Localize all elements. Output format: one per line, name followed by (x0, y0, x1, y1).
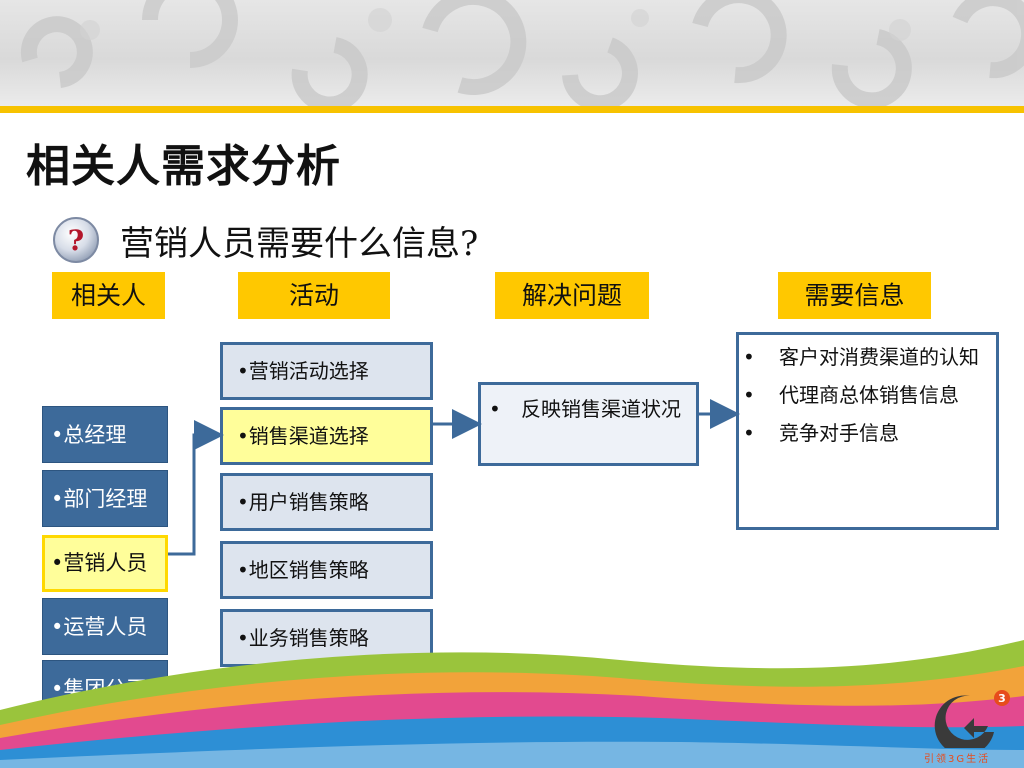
arrow-stakeholder-to-activity (168, 420, 224, 556)
bullet: • (489, 397, 501, 421)
need-text: 竞争对手信息 (779, 421, 899, 445)
logo-tagline: 引领3G生活 (924, 754, 991, 765)
bullet: • (743, 345, 755, 369)
stakeholder-department-manager[interactable]: •部门经理 (42, 470, 168, 527)
list-item: • 竞争对手信息 (739, 417, 984, 449)
question-mark-icon: ? (53, 217, 99, 263)
need-text: 客户对消费渠道的认知 (779, 345, 979, 369)
svg-text:3: 3 (998, 692, 1006, 705)
activity-user-strategy[interactable]: •用户销售策略 (220, 473, 433, 531)
stakeholder-general-manager[interactable]: •总经理 (42, 406, 168, 463)
page-title: 相关人需求分析 (26, 141, 341, 192)
svg-text:?: ? (68, 224, 84, 257)
list-item: • 代理商总体销售信息 (739, 379, 984, 411)
list-item: • 客户对消费渠道的认知 (739, 341, 984, 373)
activity-channel-selection[interactable]: •销售渠道选择 (220, 407, 433, 465)
header-stakeholder: 相关人 (52, 272, 165, 319)
header-problem: 解决问题 (495, 272, 649, 319)
subtitle: 营销人员需要什么信息? (120, 224, 479, 264)
header-decoration-band (0, 0, 1024, 108)
bullet: • (743, 383, 755, 407)
stakeholder-operations-staff[interactable]: •运营人员 (42, 598, 168, 655)
header-accent-line (0, 106, 1024, 113)
problem-text: 反映销售渠道状况 (521, 397, 681, 421)
brand-logo-icon: 3 (934, 690, 1010, 748)
bullet: • (743, 421, 755, 445)
stakeholder-marketing-staff[interactable]: •营销人员 (42, 535, 168, 592)
activity-business-strategy[interactable]: •业务销售策略 (220, 609, 433, 667)
activity-marketing-selection[interactable]: •营销活动选择 (220, 342, 433, 400)
need-text: 代理商总体销售信息 (779, 383, 959, 407)
header-info: 需要信息 (778, 272, 931, 319)
activity-region-strategy[interactable]: •地区销售策略 (220, 541, 433, 599)
problem-box: • 反映销售渠道状况 (478, 382, 699, 466)
footer-decoration (0, 640, 1024, 768)
header-activity: 活动 (238, 272, 390, 319)
needs-box: • 客户对消费渠道的认知 • 代理商总体销售信息 • 竞争对手信息 (736, 332, 999, 530)
